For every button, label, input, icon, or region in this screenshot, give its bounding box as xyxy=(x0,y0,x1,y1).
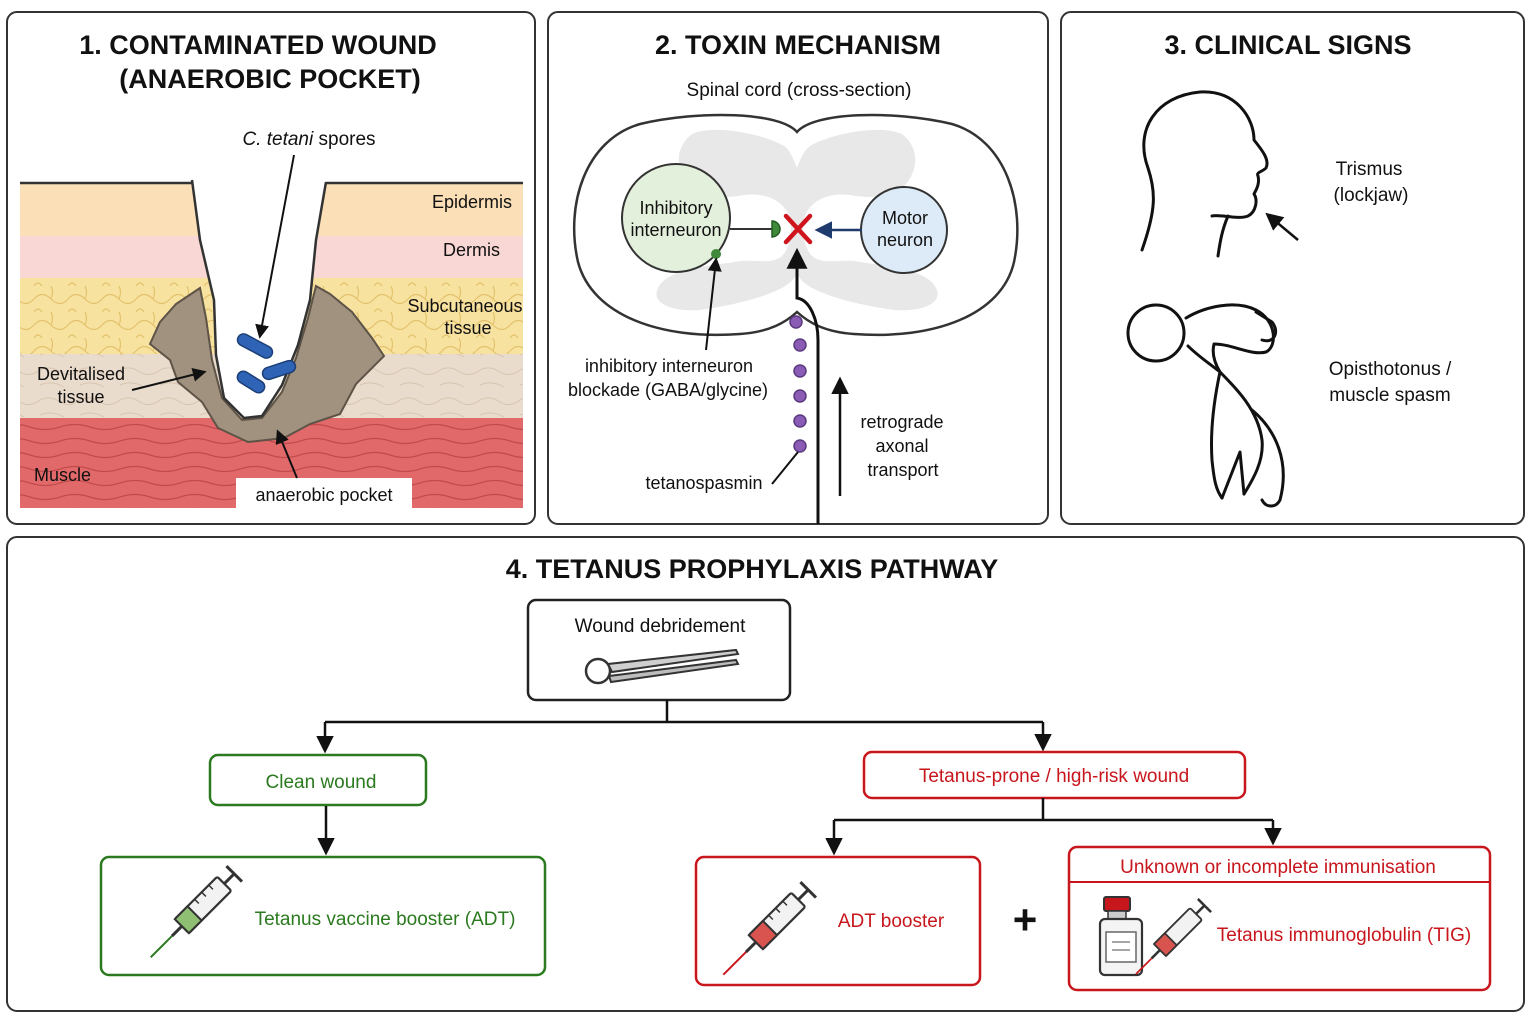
blocked-synapse-x-icon xyxy=(783,213,813,245)
toxin-particle xyxy=(793,414,807,428)
anaerobic-pocket-pointer xyxy=(275,429,298,479)
opisthotonus-label-line2: muscle spasm xyxy=(1329,385,1450,406)
opisthotonus-label-line1: Opisthotonus / xyxy=(1329,359,1452,380)
tetanospasmin-pointer xyxy=(771,451,799,485)
jaw-pointer xyxy=(1265,212,1299,241)
panel-3-title: 3. CLINICAL SIGNS xyxy=(1164,30,1411,60)
opisthotonus-figure-icon xyxy=(1126,303,1285,508)
retrograde-label-line2: axonal xyxy=(875,436,928,456)
motor-neuron-label-line2: neuron xyxy=(877,230,933,250)
subcutaneous-label-line2: tissue xyxy=(444,318,491,338)
panel-4-title: 4. TETANUS PROPHYLAXIS PATHWAY xyxy=(506,554,999,584)
trismus-label-line1: Trismus xyxy=(1336,159,1403,180)
tig-syringe-icon xyxy=(1135,898,1212,975)
spore xyxy=(261,359,297,381)
clean-wound-box xyxy=(208,753,428,807)
motor-neuron-label-line1: Motor xyxy=(882,208,928,228)
inhibitory-interneuron-label-line2: interneuron xyxy=(630,220,721,240)
adt-booster-box xyxy=(694,855,982,987)
spore xyxy=(236,370,266,394)
toxin-particle xyxy=(793,439,807,453)
spinal-cord-subtitle: Spinal cord (cross-section) xyxy=(687,80,912,101)
high-risk-branch xyxy=(834,798,1273,822)
retrograde-axon xyxy=(786,247,820,524)
inhibitory-interneuron-label-line1: Inhibitory xyxy=(639,198,712,218)
blockade-pointer xyxy=(705,257,722,351)
panel-2-title: 2. TOXIN MECHANISM xyxy=(655,30,941,60)
panel-prophylaxis-pathway: 4. TETANUS PROPHYLAXIS PATHWAY Wound deb… xyxy=(6,536,1525,1012)
skin-cross-section xyxy=(20,179,523,508)
toxin-particle xyxy=(793,338,807,352)
devitalised-label-line2: tissue xyxy=(57,387,104,407)
blockade-label-line1: inhibitory interneuron xyxy=(585,356,753,376)
anaerobic-pocket-label: anaerobic pocket xyxy=(255,485,392,505)
anaerobic-pocket-label-bg xyxy=(236,478,412,510)
panel-1-title-line2: (ANAEROBIC POCKET) xyxy=(119,64,421,94)
spores-label: C. tetani spores xyxy=(242,129,375,150)
spores-pointer xyxy=(255,154,295,339)
grey-matter xyxy=(656,129,938,311)
clean-wound-label: Clean wound xyxy=(266,772,377,793)
tetanospasmin-label: tetanospasmin xyxy=(645,473,762,493)
green-syringe-icon xyxy=(150,864,244,958)
neck-line xyxy=(1216,214,1230,258)
synaptic-terminal xyxy=(771,220,781,238)
panel-1-title-line1: 1. CONTAMINATED WOUND xyxy=(79,30,436,60)
epidermis-label: Epidermis xyxy=(432,192,512,212)
subcutaneous-label-line1: Subcutaneous xyxy=(407,296,522,316)
blockade-label-line2: blockade (GABA/glycine) xyxy=(568,380,768,400)
devitalised-pointer xyxy=(131,367,207,391)
head-profile-icon xyxy=(1140,90,1269,252)
plus-sign: + xyxy=(1013,896,1038,943)
branch-connector xyxy=(325,700,1043,724)
inhibitory-interneuron-cell xyxy=(621,163,731,273)
panel-3-frame xyxy=(1060,11,1525,525)
spore xyxy=(236,333,274,359)
panel-contaminated-wound: 1. CONTAMINATED WOUND (ANAEROBIC POCKET)… xyxy=(6,11,536,525)
toxin-particle xyxy=(789,315,803,329)
devitalised-label-line1: Devitalised xyxy=(37,364,125,384)
retrograde-label-line1: retrograde xyxy=(860,412,943,432)
trismus-label-line2: (lockjaw) xyxy=(1334,185,1409,206)
toxin-binding-site xyxy=(711,249,721,259)
panel-toxin-mechanism: 2. TOXIN MECHANISM Spinal cord (cross-se… xyxy=(547,11,1049,525)
high-risk-box xyxy=(862,750,1247,800)
adt-booster-label: ADT booster xyxy=(838,911,945,932)
spores-label-italic: C. tetani xyxy=(242,129,314,150)
muscle-label: Muscle xyxy=(34,465,91,485)
unknown-immunisation-label: Unknown or incomplete immunisation xyxy=(1120,857,1436,878)
spores-label-rest: spores xyxy=(313,129,375,150)
red-syringe-icon xyxy=(722,880,818,976)
tig-label: Tetanus immunoglobulin (TIG) xyxy=(1217,925,1472,946)
debridement-label: Wound debridement xyxy=(575,616,746,637)
devitalised-tissue-mass xyxy=(148,284,386,444)
vial-icon xyxy=(1098,896,1144,977)
panel-clinical-signs: 3. CLINICAL SIGNS Trismus (lockjaw) Opis… xyxy=(1060,11,1525,525)
dermis-label: Dermis xyxy=(443,240,500,260)
vaccine-booster-label: Tetanus vaccine booster (ADT) xyxy=(255,909,516,930)
high-risk-label: Tetanus-prone / high-risk wound xyxy=(919,766,1189,787)
toxin-particle xyxy=(793,389,807,403)
retrograde-label-line3: transport xyxy=(867,460,938,480)
wound-outline xyxy=(190,179,328,420)
toxin-particle xyxy=(793,364,807,378)
debridement-box xyxy=(526,598,792,702)
forceps-icon xyxy=(584,648,740,685)
